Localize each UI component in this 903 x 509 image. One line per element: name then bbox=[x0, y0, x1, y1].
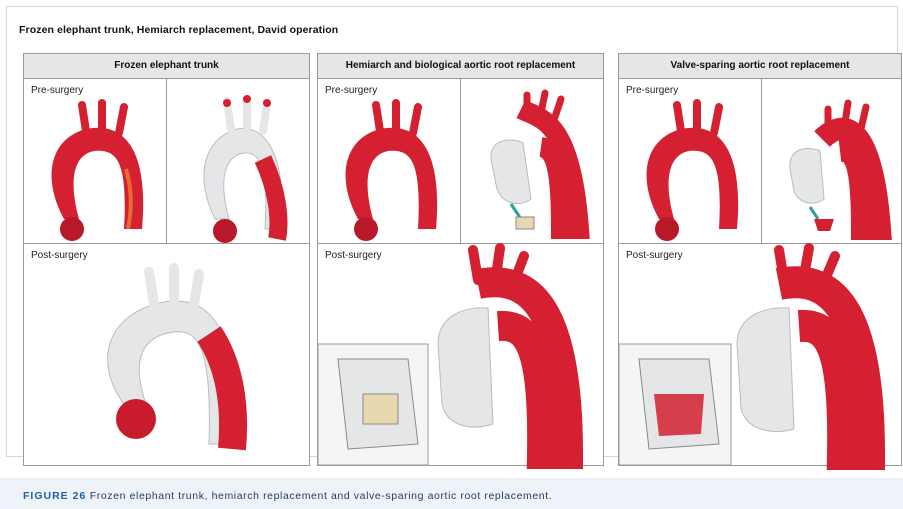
post-surgery-hemiarch-illustration bbox=[318, 244, 603, 465]
frozen-elephant-trunk-graft-illustration bbox=[167, 79, 309, 243]
valve-sparing-graft-illustration bbox=[762, 79, 901, 243]
post-surgery-cell: Post-surgery bbox=[318, 244, 603, 465]
hemiarch-graft-illustration bbox=[461, 79, 603, 243]
post-surgery-valve-sparing-illustration bbox=[619, 244, 901, 465]
panel-hemiarch-replacement: Hemiarch and biological aortic root repl… bbox=[317, 53, 604, 466]
post-surgery-cell: Post-surgery bbox=[24, 244, 309, 465]
pre-surgery-cell: Pre-surgery bbox=[619, 79, 762, 244]
pre-surgery-cell: Pre-surgery bbox=[24, 79, 167, 244]
caption-label: FIGURE 26 bbox=[23, 490, 86, 502]
caption-text: Frozen elephant trunk, hemiarch replacem… bbox=[90, 490, 552, 502]
panel-header: Frozen elephant trunk bbox=[24, 54, 309, 79]
panel-frozen-elephant-trunk: Frozen elephant trunk Pre-surgery Post-s… bbox=[23, 53, 310, 466]
aneurysm-arch-illustration bbox=[619, 79, 761, 243]
post-surgery-cell: Post-surgery bbox=[619, 244, 901, 465]
panel-valve-sparing-root-replacement: Valve-sparing aortic root replacement Pr… bbox=[618, 53, 902, 466]
panel-header: Hemiarch and biological aortic root repl… bbox=[318, 54, 603, 79]
pre-surgery-graft-cell bbox=[461, 79, 603, 244]
figure-caption: FIGURE 26 Frozen elephant trunk, hemiarc… bbox=[23, 490, 552, 502]
pre-surgery-graft-cell bbox=[762, 79, 901, 244]
post-surgery-frozen-elephant-trunk-illustration bbox=[24, 244, 309, 465]
pre-surgery-graft-cell bbox=[167, 79, 309, 244]
pre-surgery-cell: Pre-surgery bbox=[318, 79, 461, 244]
panel-header: Valve-sparing aortic root replacement bbox=[619, 54, 901, 79]
aneurysm-arch-illustration bbox=[318, 79, 460, 243]
figure-title: Frozen elephant trunk, Hemiarch replacem… bbox=[19, 24, 338, 36]
aneurysm-arch-illustration bbox=[24, 79, 166, 243]
